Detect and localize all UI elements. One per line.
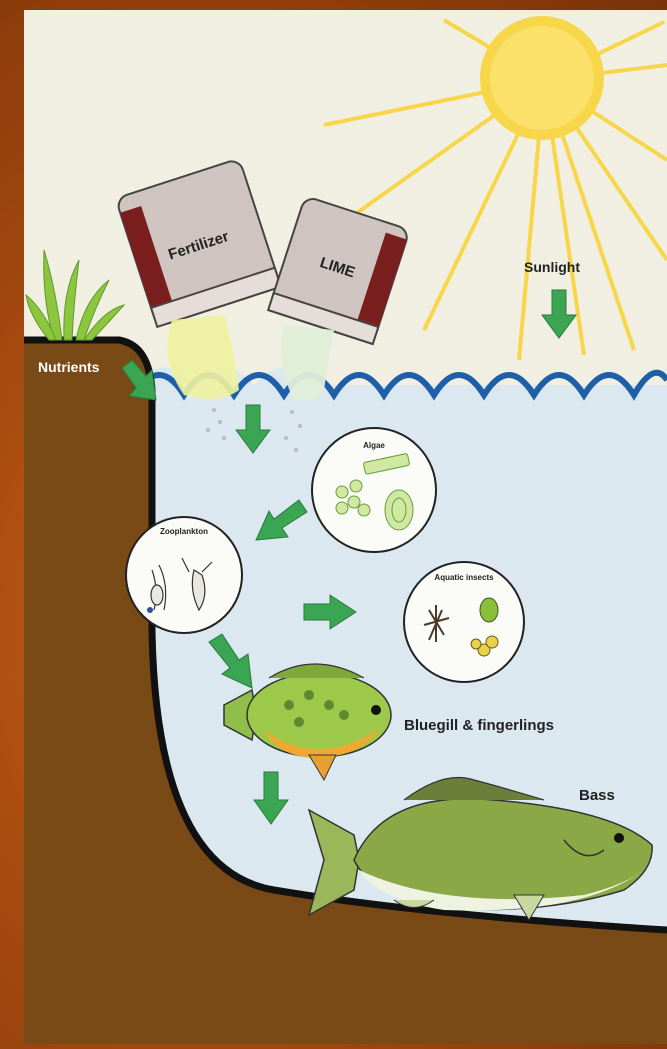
diagram-panel: Fertilizer LIME Sunlight Nutrients <box>24 10 667 1044</box>
bass-label: Bass <box>579 787 615 804</box>
aquatic-insects-label: Aquatic insects <box>434 573 494 582</box>
sun-core <box>490 26 594 130</box>
pond-food-chain-diagram: Fertilizer LIME Sunlight Nutrients <box>24 10 667 1044</box>
algae-label: Algae <box>363 441 385 450</box>
zooplankton-label: Zooplankton <box>160 527 208 536</box>
sunlight-label: Sunlight <box>524 259 580 275</box>
bluegill-label: Bluegill & fingerlings <box>404 717 554 734</box>
nutrients-label: Nutrients <box>38 359 100 375</box>
